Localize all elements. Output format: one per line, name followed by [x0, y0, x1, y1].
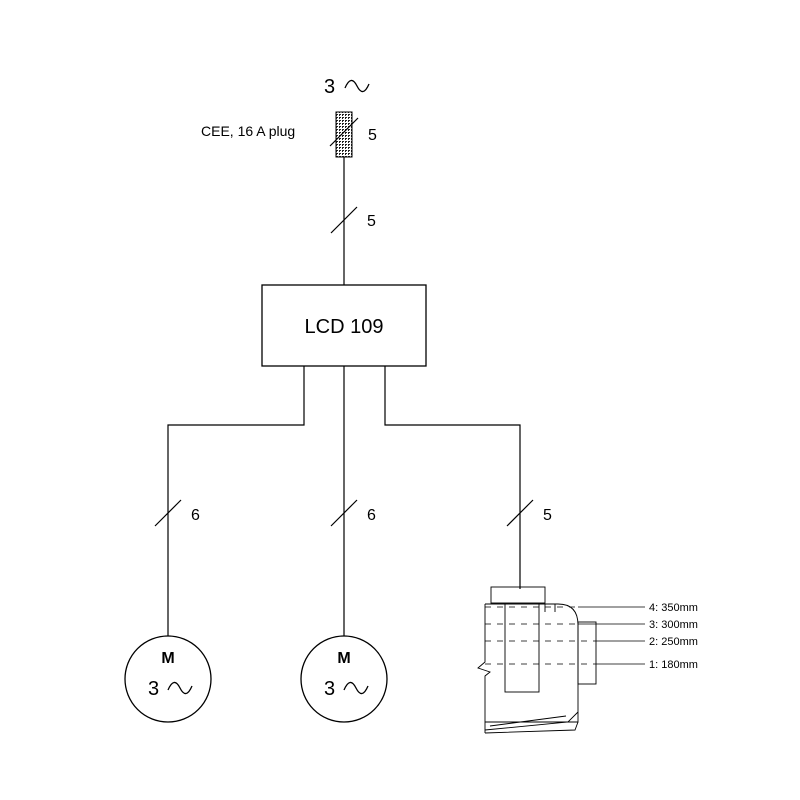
tank-inner-pipe	[504, 603, 540, 693]
tank-body	[485, 603, 579, 723]
controller-box	[261, 284, 427, 367]
motor1-cable-slash-icon	[154, 499, 182, 527]
supply-phase-count: 3	[324, 76, 335, 98]
motor2-symbol	[300, 635, 388, 723]
tank-top-flange	[490, 586, 546, 604]
motor1-ac-tilde-icon	[167, 681, 193, 695]
motor1-letter: M	[161, 650, 174, 667]
tank-break-line	[477, 604, 491, 733]
supply-ac-tilde-icon	[344, 79, 370, 93]
motor2-letter: M	[337, 650, 350, 667]
tank-side-port	[577, 621, 597, 685]
motor1-cable	[167, 366, 305, 636]
motor2-wire-count: 6	[367, 507, 376, 524]
cee-plug-icon	[335, 111, 353, 158]
motor2-ac-tilde-icon	[343, 681, 369, 695]
tank-wire-count: 5	[543, 507, 552, 524]
plug-wire-count: 5	[368, 127, 377, 144]
plug-label: CEE, 16 A plug	[201, 123, 295, 139]
plug-wire-slash-icon	[329, 117, 359, 147]
level-2-label: 2: 250mm	[649, 636, 698, 648]
motor1-wire-count: 6	[191, 507, 200, 524]
motor2-phase-count: 3	[324, 678, 335, 700]
tank-base	[484, 721, 579, 734]
motor2-cable-slash-icon	[330, 499, 358, 527]
controller-label: LCD 109	[305, 316, 384, 338]
supply-cable-wire-count: 5	[367, 213, 376, 230]
motor1-symbol	[124, 635, 212, 723]
motor1-phase-count: 3	[148, 678, 159, 700]
tank-cable-slash-icon	[506, 499, 534, 527]
tank-cable	[384, 366, 521, 589]
tank-bottom	[484, 711, 579, 731]
tank-bottom-inner	[489, 715, 567, 727]
supply-cable-slash-icon	[330, 206, 358, 234]
tank-drawing	[477, 586, 597, 734]
level-1-label: 1: 180mm	[649, 659, 698, 671]
level-3-label: 3: 300mm	[649, 619, 698, 631]
level-4-label: 4: 350mm	[649, 602, 698, 614]
